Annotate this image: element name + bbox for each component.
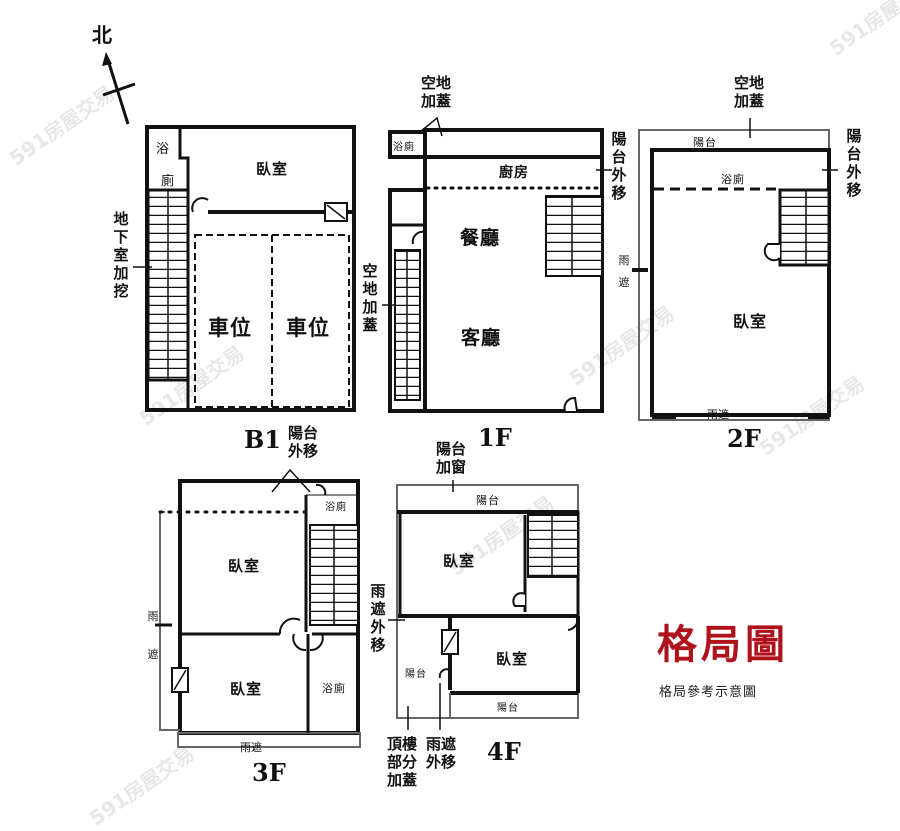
room-3f-bedroom-top: 臥室 [228,557,261,575]
floor-3f [155,468,361,748]
floor-label-4f: 4F [487,737,521,766]
floor-label-b1: B1 [244,425,281,454]
north-arrow-icon [102,52,136,125]
room-4f-bedroom-bottom: 臥室 [496,650,529,668]
room-4f-balcony-top: 陽台 [476,494,500,507]
room-b1-toilet: 廁 [161,174,176,189]
room-3f-bedroom-bottom: 臥室 [230,680,263,698]
room-2f-balcony: 陽台 [693,136,717,149]
floor-label-2f: 2F [727,424,761,453]
room-b1-parking-1: 車位 [208,316,252,340]
note-4f-awning-moved: 雨遮外移 [425,735,456,771]
room-1f-dining: 餐廳 [460,227,501,249]
note-1f-side-addition: 空地加蓋 [362,262,378,334]
room-3f-bathroom-bottom: 浴廁 [322,682,346,695]
note-3f-awning-left: 雨遮 [147,610,159,661]
note-1f-balcony-moved: 陽台外移 [611,130,627,202]
note-2f-balcony-moved-right: 陽台外移 [846,127,862,199]
room-1f-living: 客廳 [461,327,502,349]
north-label: 北 [92,23,112,47]
room-b1-bedroom: 臥室 [256,160,289,178]
legend-subtitle: 格局參考示意圖 [659,685,758,700]
room-4f-balcony-bottom: 陽台 [497,703,519,714]
note-3f-balcony-moved: 陽台外移 [287,424,318,460]
floor-label-1f: 1F [478,423,512,452]
floor-label-3f: 3F [252,758,286,787]
note-b1-basement-extension: 地下室加挖 [113,210,129,300]
note-2f-awning-bottom: 雨遮 [707,408,729,421]
note-2f-top-addition: 空地加蓋 [733,74,764,110]
floor-4f [388,480,580,730]
note-1f-top-addition: 空地加蓋 [420,74,451,110]
room-1f-kitchen: 廚房 [499,165,529,181]
note-3f-awning-bottom: 雨遮 [240,741,262,754]
room-b1-bath: 浴 [156,142,171,157]
room-b1-parking-2: 車位 [286,316,330,340]
note-4f-rooftop-addition: 頂樓部分加蓋 [386,735,417,789]
note-2f-awning-left: 雨遮 [618,254,630,289]
room-4f-bedroom-top: 臥室 [443,552,476,570]
room-2f-bedroom: 臥室 [733,312,768,331]
legend-title: 格局圖 [657,622,789,668]
room-4f-balcony-left: 陽台 [405,669,427,680]
room-2f-bathroom: 浴廁 [721,173,745,186]
note-3f-awning-moved: 雨遮外移 [370,582,386,654]
floor-b1 [133,125,356,412]
note-4f-balcony-window: 陽台加窗 [435,440,466,476]
floor-1f [382,116,612,413]
room-1f-bathroom: 浴廁 [393,142,415,153]
room-3f-bathroom-top: 浴廁 [325,502,347,513]
floor-2f [632,118,838,421]
